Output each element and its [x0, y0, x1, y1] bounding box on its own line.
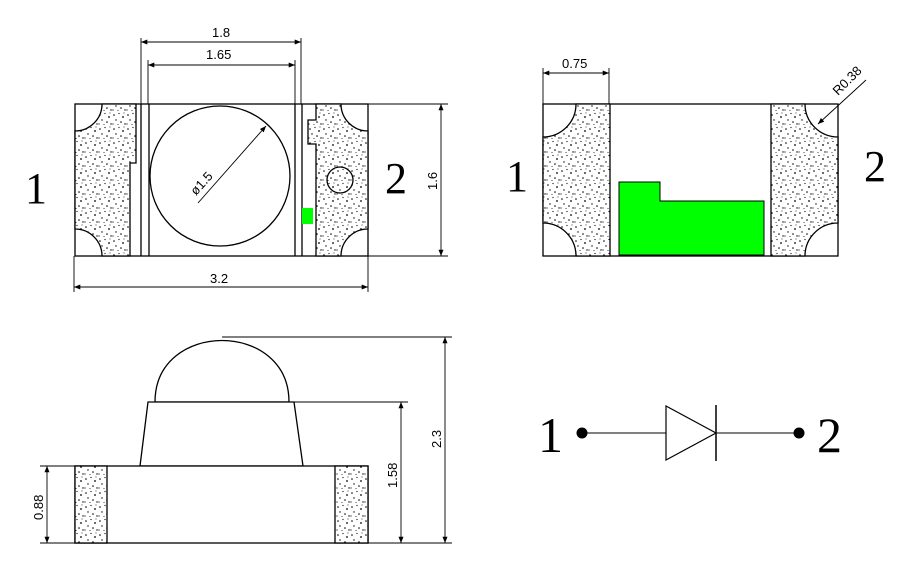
dim-radius-label: R0.38	[830, 63, 865, 98]
side-view-lens-base	[139, 401, 304, 467]
bottom-view-pin-2: 2	[864, 142, 886, 191]
side-view: 0.88 1.58 2.3	[31, 336, 452, 544]
side-view-base	[74, 465, 369, 544]
dim-lens-base-label: 1.58	[385, 463, 400, 488]
schematic-pin-1: 1	[538, 407, 563, 463]
dim-height-label: 1.6	[425, 172, 440, 190]
diode-schematic: 1 2	[538, 404, 842, 463]
dim-length-label: 3.2	[210, 271, 228, 286]
diode-triangle	[665, 404, 718, 462]
dim-base-height-label: 0.88	[31, 495, 46, 520]
bottom-view-pin-1: 1	[506, 152, 528, 201]
schematic-node-2	[793, 427, 805, 439]
top-view-right-pad	[307, 103, 369, 257]
dim-total-height-label: 2.3	[429, 430, 444, 448]
bottom-view-green-marker	[618, 181, 765, 256]
side-view-right-terminal	[334, 465, 369, 544]
dim-width-inner-label: 1.65	[206, 47, 231, 62]
polarity-hole	[326, 166, 354, 194]
top-view-pin-2: 2	[385, 154, 407, 203]
bottom-view: 0.75 R0.38 1 2	[506, 56, 886, 257]
top-view-green-marker	[302, 208, 313, 224]
side-view-dome	[154, 339, 290, 403]
top-view-pin-1: 1	[25, 164, 47, 213]
top-view: ø1.5 1.8 1.65 3.2 1.6 1 2	[25, 25, 448, 292]
side-view-left-terminal	[74, 465, 108, 544]
dim-width-outer-label: 1.8	[212, 25, 230, 40]
bottom-view-right-pad	[770, 103, 839, 257]
top-view-lens-circle	[149, 105, 291, 247]
dim-pad-label: 0.75	[562, 56, 587, 71]
schematic-pin-2: 2	[817, 407, 842, 463]
top-view-left-pad	[74, 103, 137, 257]
bottom-view-left-pad	[542, 103, 611, 257]
